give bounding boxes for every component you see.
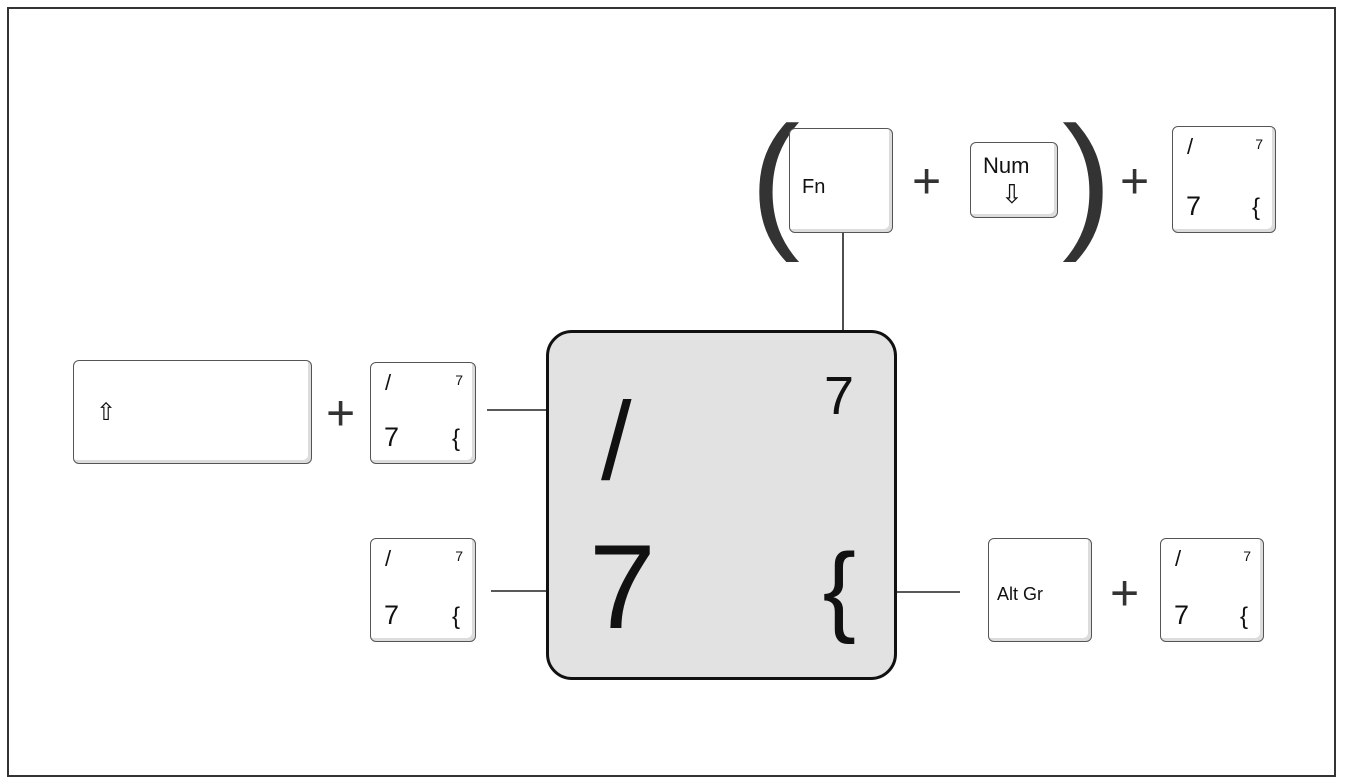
key-legend-7: 7 (1174, 600, 1190, 630)
key-legend-brace: { (1239, 603, 1248, 630)
num-lock-key: Num ⇩ (970, 142, 1058, 218)
key-legend-7: 7 (384, 600, 400, 630)
fn-key-label: Fn (802, 176, 826, 198)
shift-icon: ⇧ (96, 399, 117, 426)
close-paren: ) (1062, 95, 1112, 263)
key-legend-slash: / (1175, 546, 1182, 571)
altgr-key: Alt Gr (988, 538, 1092, 642)
legend-brace-altgr: { (822, 533, 856, 645)
plus-sign-altgr: + (1110, 565, 1140, 621)
shift-key: ⇧ (73, 360, 312, 464)
key-legend-brace: { (451, 425, 460, 452)
key-legend-brace: { (1251, 194, 1260, 221)
legend-7-default: 7 (589, 520, 656, 654)
legend-slash-shift: / (601, 380, 632, 503)
key-legend-7: 7 (1186, 191, 1202, 221)
key-legend-brace: { (451, 603, 460, 630)
key-legend-7: 7 (384, 422, 400, 452)
enlarged-key-7: / 7 7 { (546, 330, 897, 680)
key-legend-7-small: 7 (1255, 136, 1263, 152)
key-7-shift-combo: / 7 7 { (370, 362, 476, 464)
legend-7-numlock: 7 (823, 366, 854, 426)
plus-sign-shift: + (326, 385, 356, 441)
down-arrow-icon: ⇩ (1001, 179, 1023, 209)
key-legend-7-small: 7 (455, 548, 463, 564)
key-7-top-combo: / 7 7 { (1172, 126, 1276, 233)
fn-key: Fn (789, 128, 893, 233)
num-key-label: Num (983, 153, 1030, 178)
key-legend-7-small: 7 (455, 372, 463, 388)
plus-sign-fn-num: + (912, 153, 942, 209)
key-legend-slash: / (385, 370, 392, 395)
key-7-altgr-combo: / 7 7 { (1160, 538, 1264, 642)
altgr-key-label: Alt Gr (997, 584, 1044, 604)
key-legend-slash: / (385, 546, 392, 571)
key-7-plain: / 7 7 { (370, 538, 476, 642)
key-legend-7-small: 7 (1243, 548, 1251, 564)
key-legend-slash: / (1187, 134, 1194, 159)
plus-sign-num-key: + (1120, 153, 1150, 209)
